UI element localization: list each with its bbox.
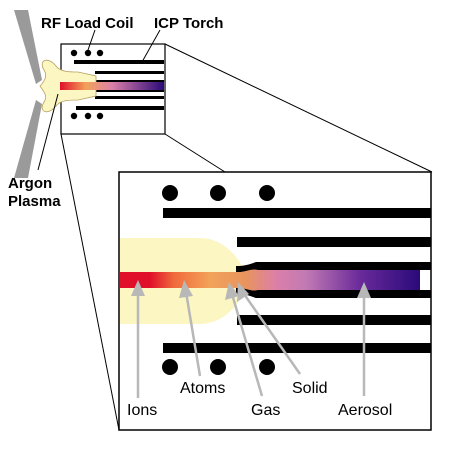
zoom-lines xyxy=(60,43,433,431)
argon-plasma-label-line1: Argon xyxy=(8,175,52,192)
atoms-label: Atoms xyxy=(180,380,225,397)
icp-torch-label: ICP Torch xyxy=(154,15,223,32)
overview-tubes xyxy=(74,60,164,110)
overview-coil-dots xyxy=(70,49,104,120)
sampler-cone xyxy=(14,10,42,178)
solid-arrow xyxy=(237,282,302,375)
torch-tubes xyxy=(163,208,431,353)
analyte-beam xyxy=(120,269,420,291)
coil-dots-bottom xyxy=(162,359,275,375)
aerosol-arrow xyxy=(357,282,371,396)
coil-dots-top xyxy=(162,185,275,201)
leader-lines xyxy=(37,29,161,171)
stage-arrows xyxy=(131,280,371,398)
rf-load-coil-label: RF Load Coil xyxy=(41,15,134,32)
torch-detail-box xyxy=(118,171,432,431)
overview-beam xyxy=(60,82,164,90)
gas-arrow xyxy=(225,282,264,397)
gas-label: Gas xyxy=(251,402,280,419)
torch-overview-box xyxy=(39,43,166,135)
ions-arrow xyxy=(131,280,145,398)
atoms-arrow xyxy=(179,280,202,377)
solid-label: Solid xyxy=(292,380,328,397)
argon-plasma-label-line2: Plasma xyxy=(8,193,61,210)
ions-label: Ions xyxy=(127,402,157,419)
aerosol-label: Aerosol xyxy=(338,402,392,419)
injector-tube xyxy=(236,262,431,298)
